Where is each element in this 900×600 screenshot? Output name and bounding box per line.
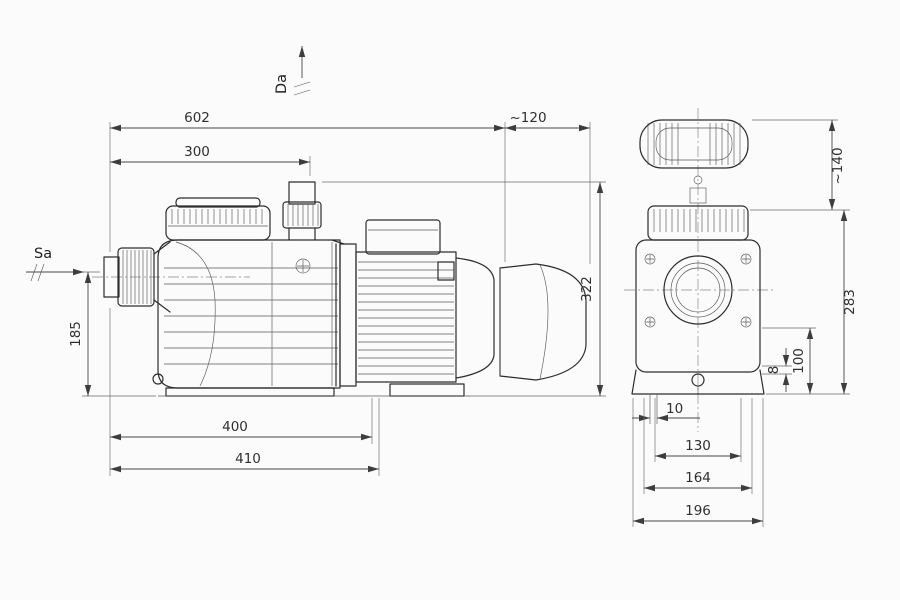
dim-overall-height: 322 — [322, 181, 606, 397]
dim-foot-length: 400 — [109, 308, 373, 444]
dim-8-label: 8 — [766, 366, 782, 375]
front-view: ~140 283 100 8 10 — [624, 108, 858, 527]
dim-slot-offset: 8 — [762, 348, 792, 392]
dim-120-label: ~120 — [509, 110, 546, 126]
dim-foot-hole-spacing: 130 — [654, 398, 742, 462]
dim-base-length: 410 — [109, 398, 380, 476]
dim-foot-hole-height: 100 — [762, 327, 816, 394]
dim-100-label: 100 — [791, 348, 807, 374]
suction-flow-marker: Sa — [26, 246, 84, 282]
housing-screw-icon — [295, 258, 311, 274]
dim-front-width: 196 — [632, 398, 764, 527]
drain-plug-icon — [152, 373, 164, 385]
front-body — [635, 239, 761, 394]
dim-lid-clearance: ~140 — [750, 119, 846, 211]
dim-suction-axis-height: 185 — [68, 271, 156, 397]
suction-port-label: Sa — [34, 246, 52, 262]
front-strainer-lid — [639, 119, 749, 169]
dim-283-label: 283 — [842, 289, 858, 315]
dim-140-label: ~140 — [830, 147, 846, 184]
dim-front-height: 283 — [766, 209, 858, 395]
discharge-union — [282, 181, 322, 241]
discharge-port-label: Da — [274, 74, 290, 94]
dim-300-label: 300 — [184, 144, 210, 160]
side-view: Sa Da 602 300 ~120 3 — [26, 46, 606, 476]
dim-130-label: 130 — [685, 438, 711, 454]
dim-410-label: 410 — [235, 451, 261, 467]
dim-185-label: 185 — [68, 321, 84, 347]
dim-slot-width: 10 — [632, 401, 700, 422]
fan-cover-extension — [499, 263, 587, 381]
dim-motor-extension: ~120 — [505, 110, 591, 264]
motor-endbell — [455, 257, 495, 379]
dim-suction-to-discharge: 300 — [110, 144, 311, 176]
dim-overall-length: 602 — [109, 110, 506, 262]
motor — [339, 219, 495, 387]
discharge-flow-marker: Da — [274, 46, 311, 96]
cable-gland — [437, 261, 455, 281]
dim-322-label: 322 — [579, 276, 595, 302]
dim-foot-width: 164 — [643, 398, 753, 494]
lid-stem — [689, 175, 707, 204]
strainer-lid — [165, 197, 271, 241]
suction-port-circle — [663, 255, 733, 325]
suction-union — [103, 241, 171, 313]
base-feet — [158, 383, 470, 397]
terminal-box — [365, 219, 441, 255]
dim-10-label: 10 — [666, 401, 683, 417]
pump-housing — [152, 239, 345, 389]
dim-164-label: 164 — [685, 470, 711, 486]
dim-400-label: 400 — [222, 419, 248, 435]
dim-602-label: 602 — [184, 110, 210, 126]
dim-196-label: 196 — [685, 503, 711, 519]
corner-screws — [644, 253, 752, 328]
